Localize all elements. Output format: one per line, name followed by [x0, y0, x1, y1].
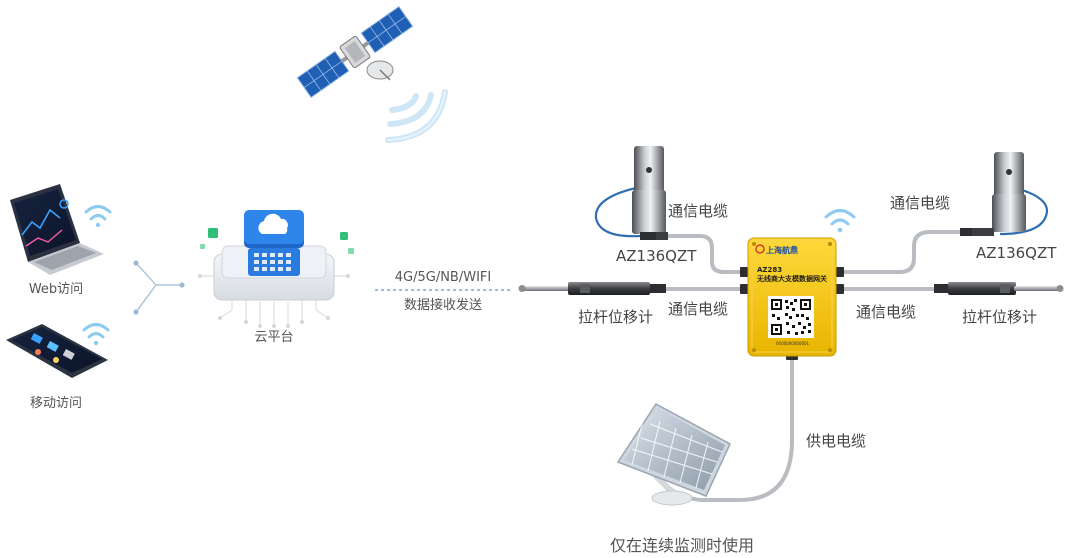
cloud-platform-icon [198, 210, 354, 328]
satellite-icon [296, 5, 414, 99]
gateway-name: 无线商大支模数据网关 [757, 275, 827, 283]
network-protocols-label: 4G/5G/NB/WIFI [394, 270, 492, 285]
mobile-phone-icon [6, 324, 108, 378]
load-cell-sensor-right [960, 152, 1049, 236]
comm-cable-label-mid-right: 通信电缆 [856, 303, 917, 321]
displacement-meter-label-left: 拉杆位移计 [578, 308, 654, 326]
solar-note-label: 仅在连续监测时使用 [609, 536, 755, 555]
gateway-brand: 上海航鼎 [766, 246, 798, 255]
wifi-icon [824, 209, 856, 233]
gateway-box [747, 237, 837, 357]
client-connector [133, 260, 185, 315]
web-access-label: Web访问 [28, 282, 84, 297]
comm-cable-label-top-left: 通信电缆 [668, 202, 729, 220]
wifi-icon [82, 323, 110, 346]
qr-code-icon [768, 296, 814, 338]
solar-panel-icon [616, 403, 731, 506]
displacement-meter-right [934, 282, 1064, 295]
laptop-icon [10, 184, 104, 275]
load-cell-sensor-left [594, 146, 668, 240]
comm-cable-label-mid-left: 通信电缆 [668, 300, 729, 318]
signal-waves-icon [385, 89, 448, 143]
cloud-platform-label: 云平台 [254, 330, 294, 345]
displacement-meter-label-right: 拉杆位移计 [962, 308, 1038, 326]
power-cable-label: 供电电缆 [806, 432, 867, 450]
wifi-icon [84, 205, 112, 228]
communication-cables [662, 230, 964, 502]
gateway-serial: 0000000000001 [776, 341, 810, 346]
gateway-model: AZ283 [757, 266, 783, 274]
sensor-model-label-left: AZ136QZT [616, 247, 697, 265]
mobile-access-label: 移动访问 [29, 396, 83, 411]
comm-cable-label-top-right: 通信电缆 [890, 194, 951, 212]
sensor-model-label-right: AZ136QZT [976, 244, 1057, 262]
data-transfer-label: 数据接收发送 [403, 298, 483, 313]
displacement-meter-left [518, 282, 666, 295]
